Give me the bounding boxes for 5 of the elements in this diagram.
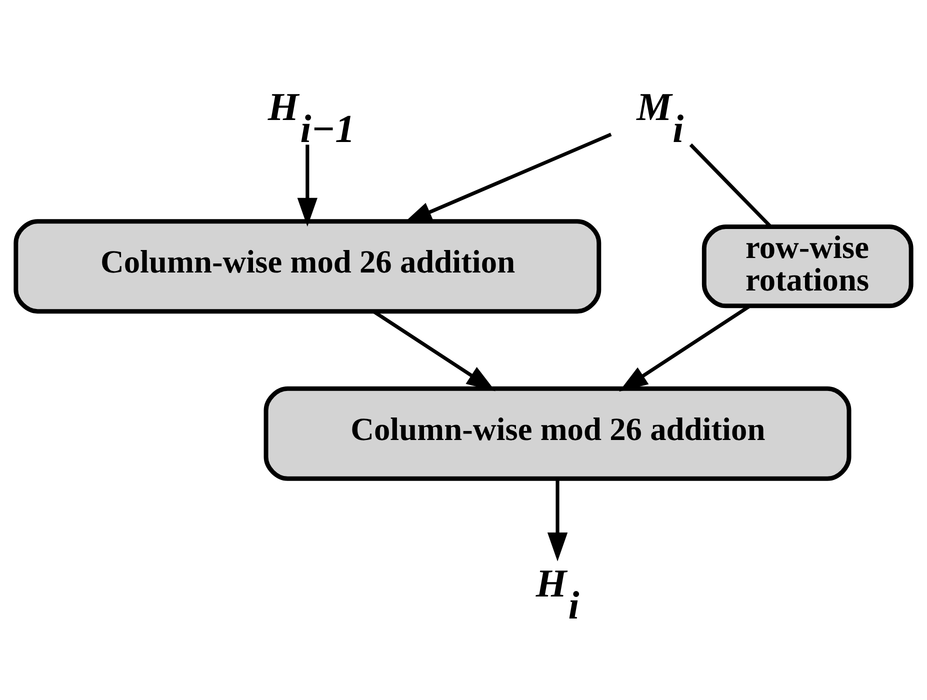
arrow	[297, 144, 318, 227]
node-box: Column-wise mod 26 addition	[264, 386, 852, 481]
node-box: Column-wise mod 26 addition	[14, 219, 602, 314]
arrow	[547, 479, 568, 562]
node-box: row-wise rotations	[702, 224, 914, 308]
